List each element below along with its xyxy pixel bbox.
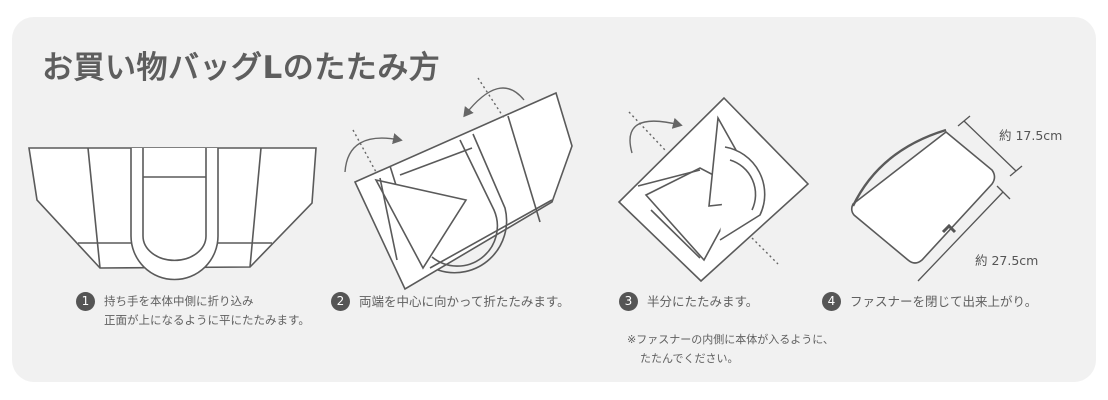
step-4-badge: 4: [822, 292, 841, 311]
step-1-text-line2: 正面が上になるように平にたたみます。: [104, 313, 310, 327]
step-4-caption: 4 ファスナーを閉じて出来上がり。: [822, 292, 1037, 311]
step1-flat-bag-illustration: [28, 147, 317, 281]
step-2-text: 両端を中心に向かって折たたみます。: [359, 294, 570, 309]
length-dimension-label: 約 27.5cm: [975, 253, 1039, 268]
step-1-caption: 1 持ち手を本体中側に折り込み 正面が上になるように平にたたみます。: [76, 292, 310, 330]
zipper-note-line1: ※ファスナーの内側に本体が入るように、: [627, 333, 834, 346]
step-2-caption: 2 両端を中心に向かって折たたみます。: [331, 292, 570, 311]
page-title: お買い物バッグLのたたみ方: [42, 50, 441, 86]
step-3-text: 半分にたたみます。: [647, 294, 759, 309]
step-3-caption: 3 半分にたたみます。: [619, 292, 758, 311]
step-4-text: ファスナーを閉じて出来上がり。: [850, 294, 1038, 309]
zipper-note-line2: たたんでください。: [640, 352, 739, 365]
step-2-badge: 2: [331, 292, 350, 311]
step-3-badge: 3: [619, 292, 638, 311]
step-1-badge: 1: [76, 292, 95, 311]
step3-fold-half-illustration: [617, 96, 810, 283]
step2-fold-ends-illustration: [344, 77, 573, 291]
width-dimension-label: 約 17.5cm: [999, 128, 1063, 143]
step-1-text-line1: 持ち手を本体中側に折り込み: [104, 294, 254, 308]
step4-closed-pouch-illustration: [850, 115, 1023, 282]
zipper-note: ※ファスナーの内側に本体が入るように、 たたんでください。: [627, 330, 834, 368]
